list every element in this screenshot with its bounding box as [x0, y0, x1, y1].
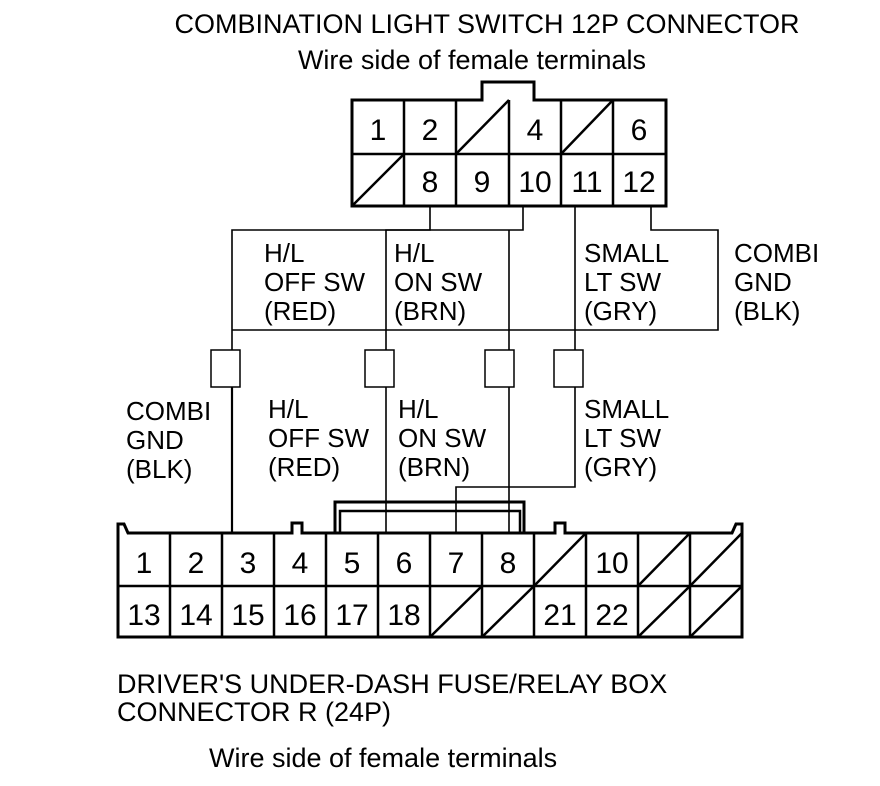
bottom-connector-dividers: [168, 533, 692, 637]
upper-hl-on-label-1: H/L: [394, 238, 434, 268]
wire-hl-off-upper: [231, 206, 431, 350]
inline-connector-combi-gnd: [210, 349, 241, 388]
upper-combi-label-2: GND: [734, 267, 792, 297]
bottom-pin-1: 1: [136, 547, 153, 580]
upper-wires: [231, 206, 719, 350]
bottom-pin-21: 21: [543, 599, 576, 632]
lower-small-label-3: (GRY): [584, 452, 657, 482]
bottom-pin-7: 7: [448, 547, 465, 580]
lower-small-label-1: SMALL: [584, 394, 669, 424]
top-pin-1: 1: [370, 114, 387, 147]
top-connector-subtitle: Wire side of female terminals: [298, 45, 646, 75]
bottom-pin-5: 5: [344, 547, 361, 580]
bottom-connector-subtitle: Wire side of female terminals: [209, 743, 557, 773]
upper-small-label-1: SMALL: [584, 238, 669, 268]
empty-cavity-7: [351, 153, 405, 207]
lower-hl-on-label-1: H/L: [398, 394, 438, 424]
bottom-pin-8: 8: [500, 547, 517, 580]
wire-combi-gnd-upper: [232, 206, 719, 331]
bottom-connector-latch: [333, 500, 526, 535]
upper-hl-off-label-2: OFF SW: [264, 267, 366, 297]
upper-hl-on-label-2: ON SW: [394, 267, 483, 297]
lower-combi-label-1: COMBI: [126, 396, 211, 426]
top-pin-8: 8: [422, 166, 439, 199]
bottom-pin-17: 17: [335, 599, 368, 632]
lower-labels: COMBI GND (BLK) H/L OFF SW (RED) H/L ON …: [126, 394, 669, 484]
bottom-connector-title-1: DRIVER'S UNDER-DASH FUSE/RELAY BOX: [117, 669, 667, 699]
upper-combi-label-1: COMBI: [734, 238, 819, 268]
bottom-connector: 1 2 3 4 5 6 7 8 10 13 14 15 16 17 18 21 …: [116, 500, 744, 639]
bottom-connector-title-2: CONNECTOR R (24P): [117, 697, 391, 727]
upper-labels: H/L OFF SW (RED) H/L ON SW (BRN) SMALL L…: [264, 238, 819, 326]
top-connector-title: COMBINATION LIGHT SWITCH 12P CONNECTOR: [174, 9, 799, 39]
bottom-pin-18: 18: [387, 599, 420, 632]
bottom-pin-15: 15: [231, 599, 264, 632]
top-pin-2: 2: [422, 114, 439, 147]
bottom-pin-13: 13: [127, 599, 160, 632]
inline-connectors: [210, 349, 584, 388]
empty-cavity-3: [455, 99, 510, 155]
bottom-pin-22: 22: [595, 599, 628, 632]
upper-hl-off-label-1: H/L: [264, 238, 304, 268]
lower-hl-off-label-2: OFF SW: [268, 423, 370, 453]
empty-cavity-5: [560, 99, 614, 155]
bottom-connector-outline: [116, 521, 744, 639]
top-pin-9: 9: [474, 166, 491, 199]
lower-hl-on-label-3: (BRN): [398, 452, 470, 482]
top-pin-10: 10: [518, 166, 551, 199]
bottom-connector-latch-inner: [338, 509, 522, 535]
bottom-empty-cavities: [429, 532, 743, 638]
lower-hl-off-label-3: (RED): [268, 452, 340, 482]
inline-connector-small: [553, 349, 584, 388]
top-pin-6: 6: [631, 114, 648, 147]
bottom-pin-6: 6: [396, 547, 413, 580]
inline-connector-hl-off: [364, 349, 395, 388]
upper-hl-on-label-3: (BRN): [394, 296, 466, 326]
lower-small-label-2: LT SW: [584, 423, 662, 453]
upper-small-label-2: LT SW: [584, 267, 662, 297]
bottom-pin-2: 2: [188, 547, 205, 580]
bottom-pin-16: 16: [283, 599, 316, 632]
top-pin-12: 12: [622, 166, 655, 199]
lower-combi-label-2: GND: [126, 425, 184, 455]
top-pin-11: 11: [571, 166, 602, 199]
lower-hl-on-label-2: ON SW: [398, 423, 487, 453]
top-connector: 1 2 4 6 8 9 10 11 12: [350, 80, 668, 208]
bottom-pin-4: 4: [292, 547, 309, 580]
top-pin-4: 4: [527, 114, 544, 147]
upper-hl-off-label-3: (RED): [264, 296, 336, 326]
bottom-pin-3: 3: [240, 547, 257, 580]
upper-combi-label-3: (BLK): [734, 296, 800, 326]
bottom-pin-14: 14: [179, 599, 212, 632]
lower-hl-off-label-1: H/L: [268, 394, 308, 424]
wire-hl-on-upper: [385, 206, 524, 350]
bottom-pin-10: 10: [595, 547, 628, 580]
inline-connector-hl-on: [484, 349, 515, 388]
lower-combi-label-3: (BLK): [126, 454, 192, 484]
upper-small-label-3: (GRY): [584, 296, 657, 326]
